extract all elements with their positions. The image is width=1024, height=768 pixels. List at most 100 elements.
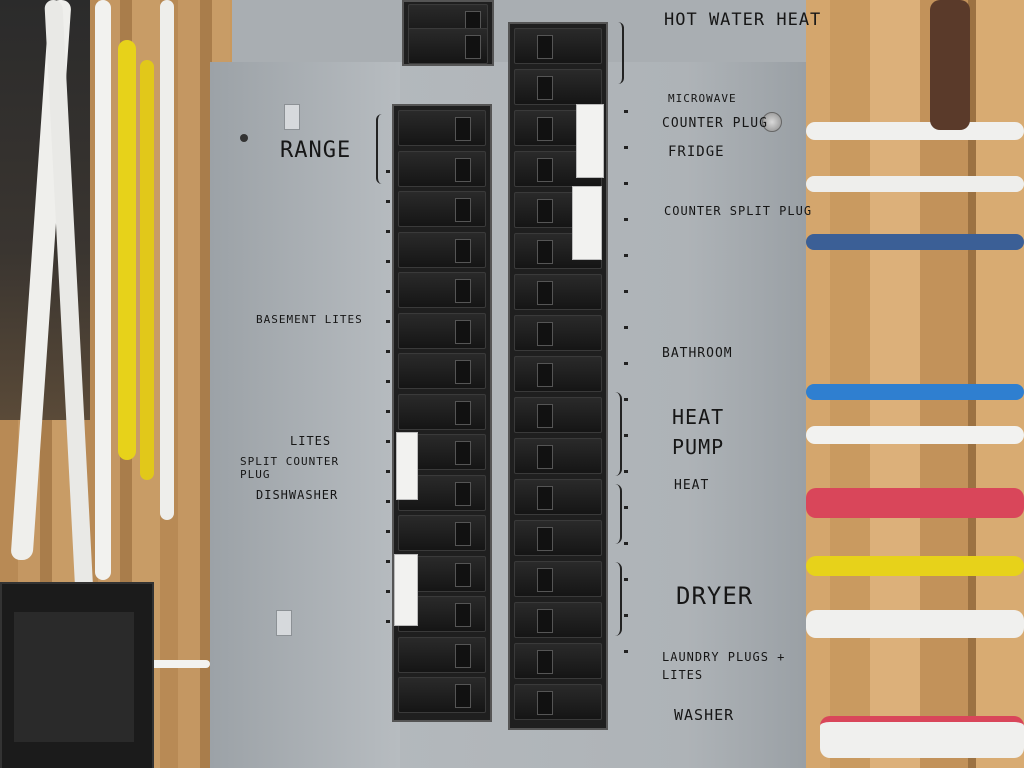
breaker[interactable] bbox=[398, 515, 486, 551]
label-dishwasher: DISHWASHER bbox=[256, 488, 339, 502]
breaker-toggle[interactable] bbox=[455, 562, 471, 587]
tick-mark bbox=[624, 614, 628, 617]
tick-mark bbox=[386, 260, 390, 263]
breaker-sticker bbox=[572, 186, 602, 260]
tick-mark bbox=[386, 200, 390, 203]
breaker-toggle[interactable] bbox=[455, 441, 471, 465]
tick-mark bbox=[386, 530, 390, 533]
breaker-toggle[interactable] bbox=[455, 400, 471, 425]
tick-mark bbox=[386, 440, 390, 443]
breaker[interactable] bbox=[514, 69, 602, 105]
breaker-toggle[interactable] bbox=[455, 157, 471, 182]
breaker-toggle[interactable] bbox=[455, 319, 471, 344]
tick-mark bbox=[386, 170, 390, 173]
yellow-wire bbox=[140, 60, 154, 480]
breaker[interactable] bbox=[398, 636, 486, 673]
breaker[interactable] bbox=[514, 315, 602, 351]
breaker-sticker bbox=[576, 104, 604, 178]
label-range: RANGE bbox=[280, 138, 352, 163]
white-wire bbox=[806, 610, 1024, 638]
breaker[interactable] bbox=[514, 684, 602, 720]
label-counter-split-plug: COUNTER SPLIT PLUG bbox=[664, 204, 813, 218]
brace-mark bbox=[612, 22, 624, 84]
breaker[interactable] bbox=[408, 28, 488, 64]
white-wire bbox=[806, 426, 1024, 444]
breaker-toggle[interactable] bbox=[537, 158, 553, 182]
breaker[interactable] bbox=[398, 677, 486, 713]
breaker[interactable] bbox=[398, 353, 486, 389]
breaker-toggle[interactable] bbox=[455, 238, 471, 263]
breaker[interactable] bbox=[514, 397, 602, 433]
white-wire bbox=[95, 0, 111, 580]
tick-mark bbox=[624, 650, 628, 653]
tick-mark bbox=[386, 410, 390, 413]
tick-mark bbox=[386, 350, 390, 353]
breaker[interactable] bbox=[398, 312, 486, 349]
brace-mark bbox=[608, 392, 622, 476]
label-dryer: DRYER bbox=[676, 582, 754, 610]
panel-left-section bbox=[210, 62, 400, 768]
breaker-toggle[interactable] bbox=[537, 281, 553, 305]
tick-mark bbox=[386, 380, 390, 383]
white-wire bbox=[806, 176, 1024, 192]
breaker-toggle[interactable] bbox=[455, 643, 471, 668]
tick-mark bbox=[624, 110, 628, 113]
tick-mark bbox=[624, 290, 628, 293]
breaker-toggle[interactable] bbox=[537, 486, 553, 510]
breaker-toggle[interactable] bbox=[455, 360, 471, 384]
breaker-toggle[interactable] bbox=[537, 609, 553, 633]
tick-mark bbox=[624, 542, 628, 545]
tick-mark bbox=[386, 560, 390, 563]
yellow-wire bbox=[806, 556, 1024, 576]
breaker-toggle[interactable] bbox=[537, 404, 553, 428]
breaker-toggle[interactable] bbox=[537, 240, 553, 264]
tick-mark bbox=[624, 218, 628, 221]
breaker[interactable] bbox=[398, 191, 486, 227]
breaker-toggle[interactable] bbox=[455, 198, 471, 222]
breaker[interactable] bbox=[398, 393, 486, 430]
breaker[interactable] bbox=[514, 643, 602, 679]
breaker-toggle[interactable] bbox=[537, 445, 553, 469]
blue-wire bbox=[806, 234, 1024, 250]
breaker-toggle[interactable] bbox=[537, 650, 553, 674]
label-lites: LITES bbox=[290, 434, 332, 448]
yellow-wire bbox=[118, 40, 136, 460]
breaker[interactable] bbox=[514, 356, 602, 392]
breaker-toggle[interactable] bbox=[537, 117, 553, 141]
breaker[interactable] bbox=[398, 150, 486, 187]
breaker-toggle[interactable] bbox=[537, 691, 553, 715]
breaker[interactable] bbox=[398, 110, 486, 146]
breaker[interactable] bbox=[398, 272, 486, 308]
tick-mark bbox=[624, 146, 628, 149]
breaker[interactable] bbox=[514, 561, 602, 597]
breaker-toggle[interactable] bbox=[537, 363, 553, 387]
breaker[interactable] bbox=[514, 479, 602, 515]
breaker-toggle[interactable] bbox=[537, 76, 553, 100]
brace-mark bbox=[376, 114, 388, 184]
breaker-toggle[interactable] bbox=[537, 527, 553, 551]
breaker[interactable] bbox=[514, 438, 602, 474]
breaker-toggle[interactable] bbox=[455, 117, 471, 141]
breaker-toggle[interactable] bbox=[537, 568, 553, 592]
breaker-toggle[interactable] bbox=[537, 35, 553, 59]
breaker-toggle[interactable] bbox=[455, 522, 471, 546]
label-split-counter-plug: SPLIT COUNTER PLUG bbox=[240, 455, 340, 481]
breaker-toggle[interactable] bbox=[455, 684, 471, 708]
label-heat-pump: HEAT PUMP bbox=[672, 405, 725, 459]
tick-mark bbox=[386, 590, 390, 593]
breaker[interactable] bbox=[514, 520, 602, 556]
tick-mark bbox=[624, 182, 628, 185]
breaker[interactable] bbox=[514, 28, 602, 64]
breaker[interactable] bbox=[514, 602, 602, 638]
breaker-toggle[interactable] bbox=[537, 322, 553, 346]
breaker[interactable] bbox=[514, 274, 602, 310]
label-microwave: MICROWAVE bbox=[668, 92, 737, 105]
tick-mark bbox=[386, 290, 390, 293]
breaker-toggle[interactable] bbox=[537, 199, 553, 223]
label-laundry-plugs-lites: LAUNDRY PLUGS + LITES bbox=[662, 650, 786, 682]
breaker[interactable] bbox=[398, 231, 486, 268]
breaker-toggle[interactable] bbox=[455, 279, 471, 303]
breaker-toggle[interactable] bbox=[455, 481, 471, 506]
blue-wire bbox=[806, 384, 1024, 400]
breaker-toggle[interactable] bbox=[455, 603, 471, 627]
